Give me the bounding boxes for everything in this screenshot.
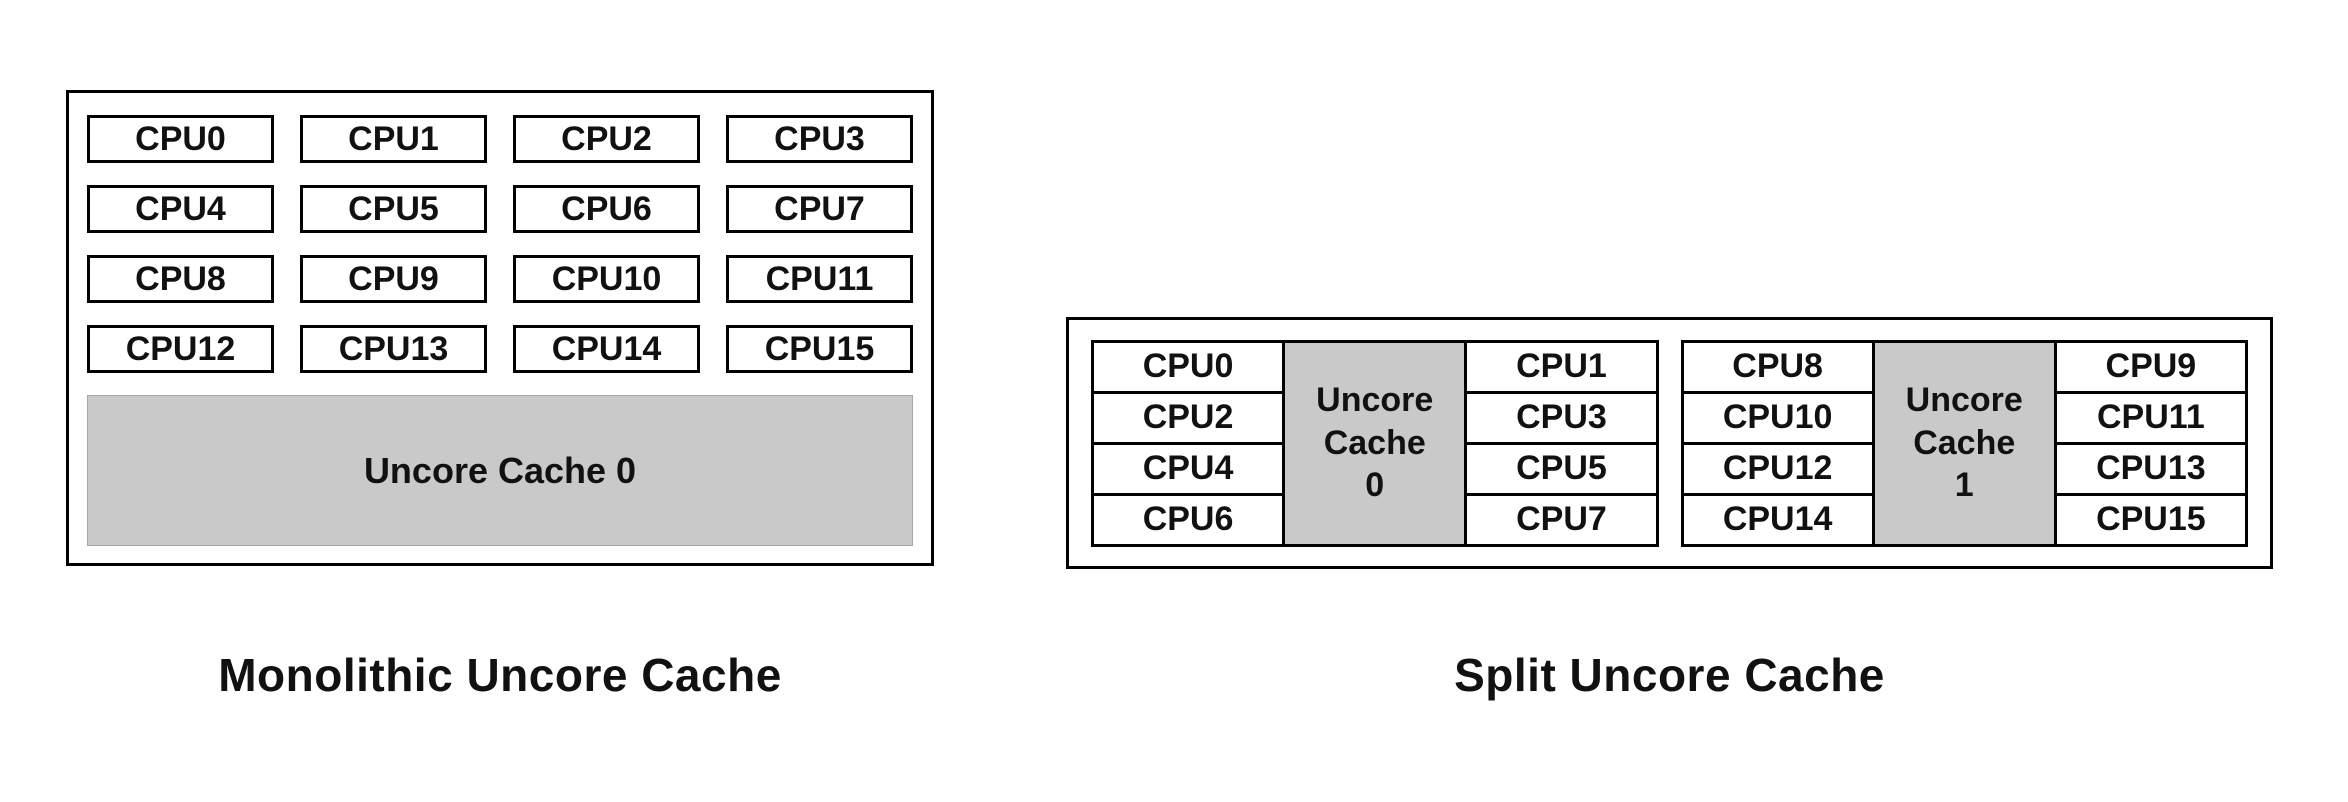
cpu-box: CPU6 [513,185,700,233]
split-caption: Split Uncore Cache [1454,649,1885,701]
cpu-box: CPU0 [87,115,274,163]
cpu-cell: CPU12 [1680,441,1875,496]
cpu-box: CPU15 [726,325,913,373]
cpu-box: CPU2 [513,115,700,163]
monolithic-cpu-grid: CPU0 CPU1 CPU2 CPU3 CPU4 CPU5 CPU6 CPU7 … [87,115,913,373]
split-group-1: CPU8 Uncore Cache 1 CPU9 CPU10 CPU11 CPU… [1680,339,2249,547]
cpu-box: CPU11 [726,255,913,303]
cpu-box: CPU8 [87,255,274,303]
cpu-cell: CPU7 [1464,492,1659,547]
cpu-cell: CPU0 [1090,339,1286,394]
split-group-0: CPU0 Uncore Cache 0 CPU1 CPU2 CPU3 CPU4 … [1090,339,1659,547]
cpu-box: CPU3 [726,115,913,163]
cpu-box: CPU5 [300,185,487,233]
cpu-box: CPU9 [300,255,487,303]
cpu-cell: CPU15 [2053,492,2249,547]
cpu-cell: CPU9 [2053,339,2249,394]
cpu-cell: CPU2 [1090,390,1286,445]
cpu-cell: CPU3 [1464,390,1659,445]
uncore-cache-label: Uncore Cache 0 [1316,381,1434,505]
cpu-cell: CPU14 [1680,492,1875,547]
cpu-box: CPU1 [300,115,487,163]
cpu-cell: CPU1 [1464,339,1659,394]
cpu-cell: CPU10 [1680,390,1875,445]
cpu-cell: CPU11 [2053,390,2249,445]
cpu-box: CPU4 [87,185,274,233]
uncore-cache-0-cell: Uncore Cache 0 [1282,339,1468,547]
cpu-box: CPU7 [726,185,913,233]
cpu-cell: CPU8 [1680,339,1875,394]
split-diagram: CPU0 Uncore Cache 0 CPU1 CPU2 CPU3 CPU4 … [1066,317,2273,569]
cpu-box: CPU14 [513,325,700,373]
cpu-box: CPU13 [300,325,487,373]
cpu-cell: CPU6 [1090,492,1286,547]
monolithic-diagram: CPU0 CPU1 CPU2 CPU3 CPU4 CPU5 CPU6 CPU7 … [66,90,934,566]
cpu-cell: CPU13 [2053,441,2249,496]
uncore-cache-0-box: Uncore Cache 0 [87,395,913,546]
cpu-box: CPU12 [87,325,274,373]
uncore-cache-1-cell: Uncore Cache 1 [1871,339,2057,547]
cpu-cell: CPU5 [1464,441,1659,496]
cpu-box: CPU10 [513,255,700,303]
cpu-cell: CPU4 [1090,441,1286,496]
uncore-cache-label: Uncore Cache 1 [1905,381,2023,505]
monolithic-caption: Monolithic Uncore Cache [218,649,782,701]
